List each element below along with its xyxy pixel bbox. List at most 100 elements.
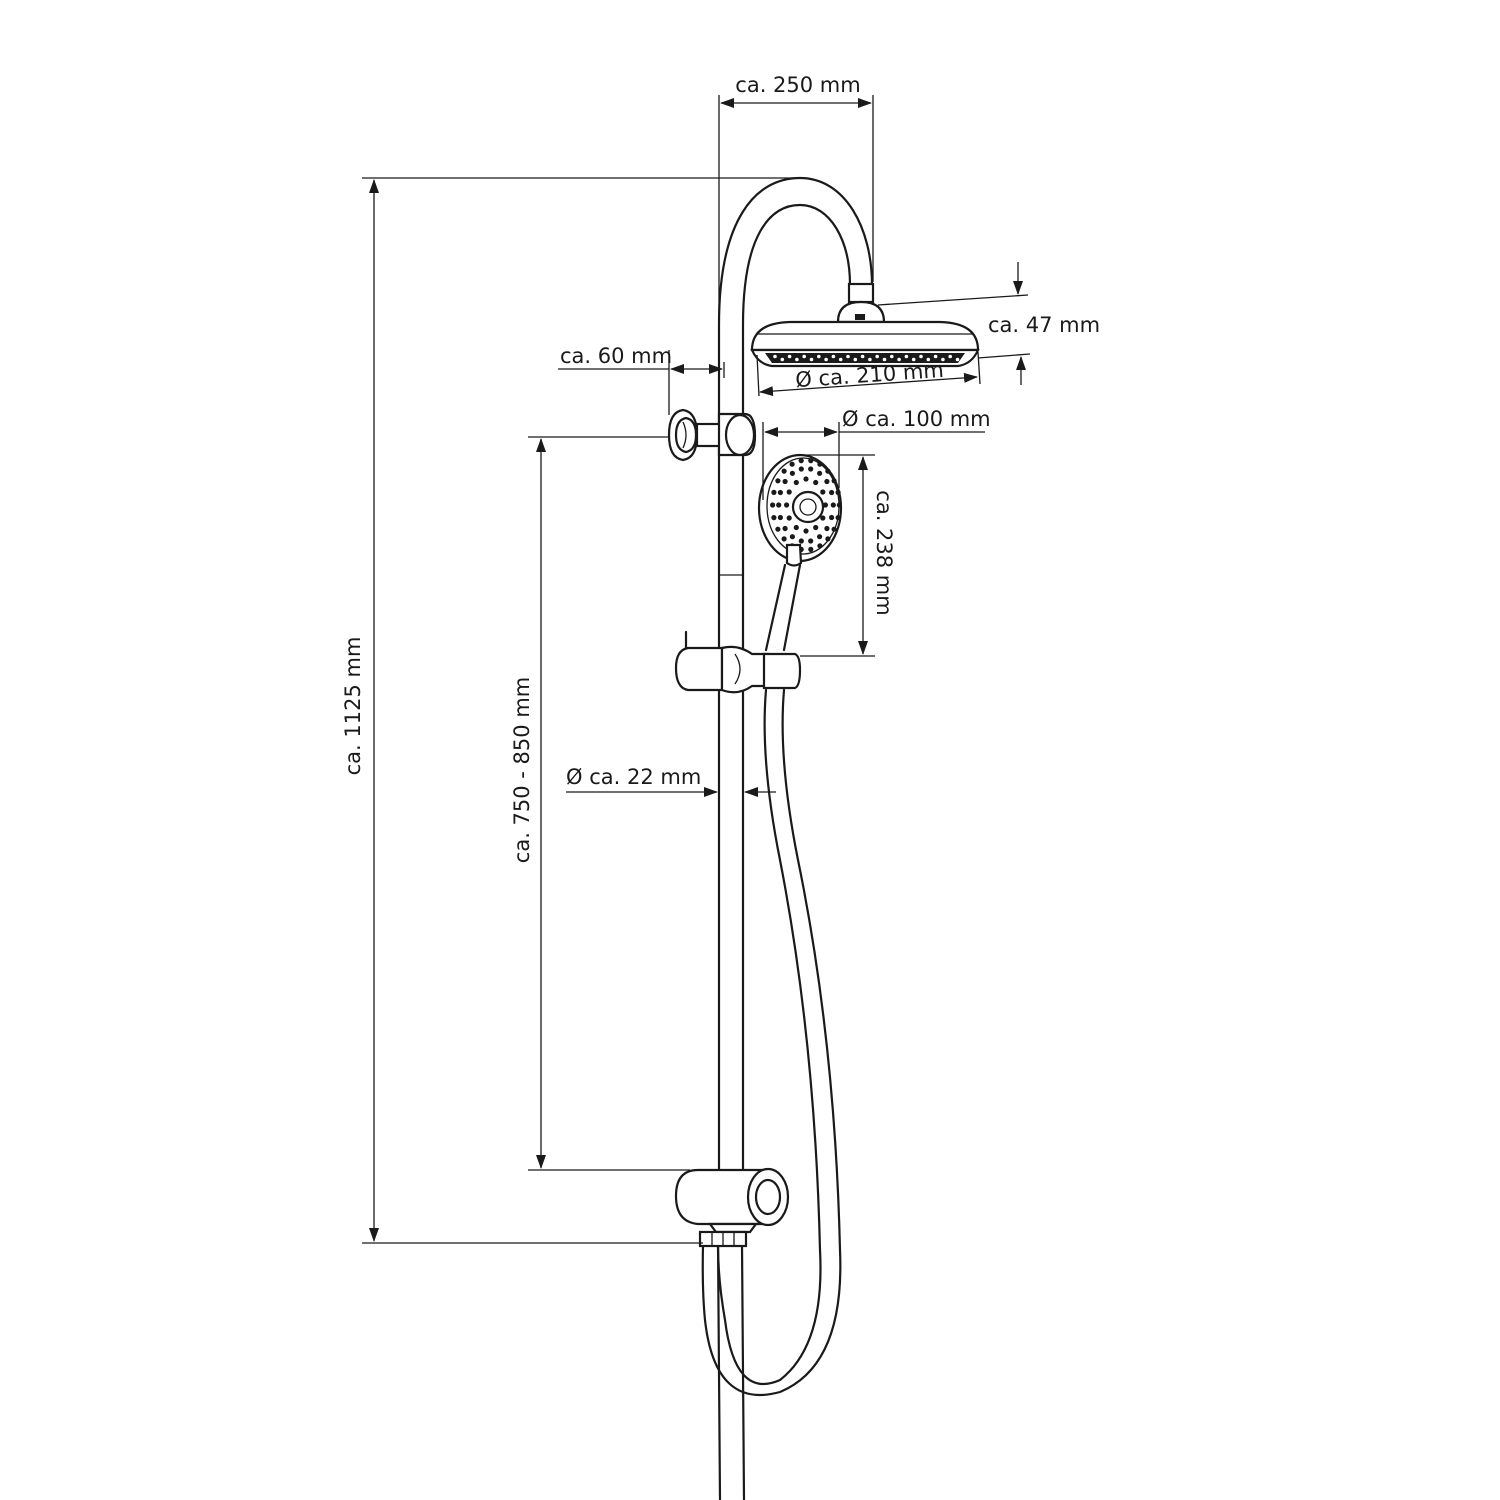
hand-nozzle xyxy=(775,526,781,532)
hand-nozzle xyxy=(825,468,831,474)
hand-nozzle xyxy=(781,536,787,542)
hand-nozzle xyxy=(798,458,804,464)
hand-nozzle xyxy=(830,502,836,508)
hand-nozzle xyxy=(824,478,830,485)
hand-nozzle xyxy=(808,538,814,544)
label-hand-shower-length: ca. 238 mm xyxy=(872,490,896,615)
upper-wall-bracket xyxy=(667,408,757,462)
dimension-holder-distance: ca. 750 - 850 mm xyxy=(510,436,690,1171)
hand-nozzle xyxy=(813,524,819,531)
dimension-wall-distance: ca. 60 mm xyxy=(558,344,725,415)
hand-nozzle xyxy=(781,468,787,474)
rain-nozzle xyxy=(955,357,960,362)
rain-nozzle xyxy=(795,357,799,362)
dimension-hand-shower-diameter: Ø ca. 100 mm xyxy=(762,407,991,500)
hand-nozzle xyxy=(803,528,809,534)
dimension-total-height: ca. 1125 mm xyxy=(341,177,800,1244)
hand-nozzle xyxy=(808,458,814,464)
hand-nozzle xyxy=(808,466,814,472)
lower-wall-bracket xyxy=(674,1167,790,1248)
hand-nozzle xyxy=(817,470,823,476)
shower-hose xyxy=(701,688,842,1500)
rain-nozzle xyxy=(875,354,879,359)
rain-nozzle xyxy=(802,354,806,359)
rain-nozzle xyxy=(868,357,872,362)
rain-nozzle xyxy=(846,354,850,359)
hand-nozzle xyxy=(817,461,823,467)
hand-nozzle xyxy=(820,515,826,521)
hand-nozzle xyxy=(777,489,784,496)
hand-nozzle xyxy=(770,502,776,508)
dimension-rain-head-height: ca. 47 mm xyxy=(877,262,1100,385)
hand-nozzle xyxy=(771,515,777,521)
rain-nozzle xyxy=(860,354,865,359)
rain-nozzle xyxy=(787,354,792,359)
dimension-overhead-reach: ca. 250 mm xyxy=(718,73,874,560)
hand-nozzle xyxy=(820,489,826,495)
hand-nozzle xyxy=(789,461,795,467)
rain-nozzle xyxy=(831,354,836,359)
rain-nozzle xyxy=(919,354,923,359)
hand-nozzle xyxy=(784,502,790,508)
label-rod-diameter: Ø ca. 22 mm xyxy=(566,765,701,789)
hand-nozzle xyxy=(803,476,809,482)
rain-nozzle xyxy=(853,357,858,362)
rain-nozzle xyxy=(824,357,828,362)
hand-nozzle xyxy=(776,502,782,508)
hand-nozzle xyxy=(831,478,837,484)
rain-nozzle xyxy=(890,354,894,359)
hand-nozzle xyxy=(835,515,841,521)
rain-nozzle xyxy=(838,357,843,362)
label-overhead-reach: ca. 250 mm xyxy=(735,73,860,97)
hand-nozzle xyxy=(831,526,837,532)
hand-nozzle xyxy=(822,502,829,508)
hand-nozzle xyxy=(829,514,835,521)
hand-nozzle xyxy=(824,525,830,532)
hand-nozzle xyxy=(789,470,796,476)
rain-nozzle xyxy=(933,354,938,359)
hand-nozzle xyxy=(782,525,788,532)
label-total-height: ca. 1125 mm xyxy=(341,637,365,776)
hand-nozzle xyxy=(786,489,792,495)
dimension-hand-shower-length: ca. 238 mm xyxy=(800,454,896,657)
label-rain-head-height: ca. 47 mm xyxy=(988,313,1100,337)
rain-head-connector xyxy=(836,282,886,324)
rain-nozzle xyxy=(941,357,945,362)
hand-nozzle xyxy=(771,489,777,495)
rain-nozzle xyxy=(817,354,821,359)
rain-nozzle xyxy=(809,357,814,362)
hand-nozzle xyxy=(793,524,799,531)
hand-nozzle xyxy=(835,489,841,495)
hand-nozzle xyxy=(825,536,831,542)
rain-nozzle xyxy=(911,357,916,362)
hand-nozzle xyxy=(836,502,843,508)
hand-nozzle xyxy=(808,546,814,553)
rain-nozzle xyxy=(904,354,909,359)
hand-nozzle xyxy=(777,514,784,521)
hand-nozzle xyxy=(775,478,781,484)
label-hand-shower-diameter: Ø ca. 100 mm xyxy=(842,407,991,431)
rain-nozzle xyxy=(926,357,931,362)
label-wall-distance: ca. 60 mm xyxy=(560,344,672,368)
hand-nozzle xyxy=(829,489,835,496)
hand-nozzle xyxy=(786,515,792,521)
dimension-rod-diameter: Ø ca. 22 mm xyxy=(566,765,776,797)
hand-nozzle xyxy=(798,538,804,544)
hand-nozzle xyxy=(782,478,788,485)
label-holder-distance: ca. 750 - 850 mm xyxy=(510,677,534,863)
rain-nozzle xyxy=(773,354,777,359)
rain-nozzle xyxy=(948,354,952,359)
rain-nozzle xyxy=(780,357,785,362)
rain-shower-head xyxy=(750,320,980,368)
hand-nozzle xyxy=(817,534,823,540)
hand-nozzle xyxy=(789,534,796,540)
hand-shower xyxy=(757,453,843,652)
rain-nozzle xyxy=(897,357,901,362)
hand-nozzle xyxy=(793,479,799,486)
slider-holder xyxy=(674,630,802,694)
hand-nozzle xyxy=(817,543,823,549)
rain-nozzle xyxy=(882,357,887,362)
hand-nozzle xyxy=(813,479,819,486)
